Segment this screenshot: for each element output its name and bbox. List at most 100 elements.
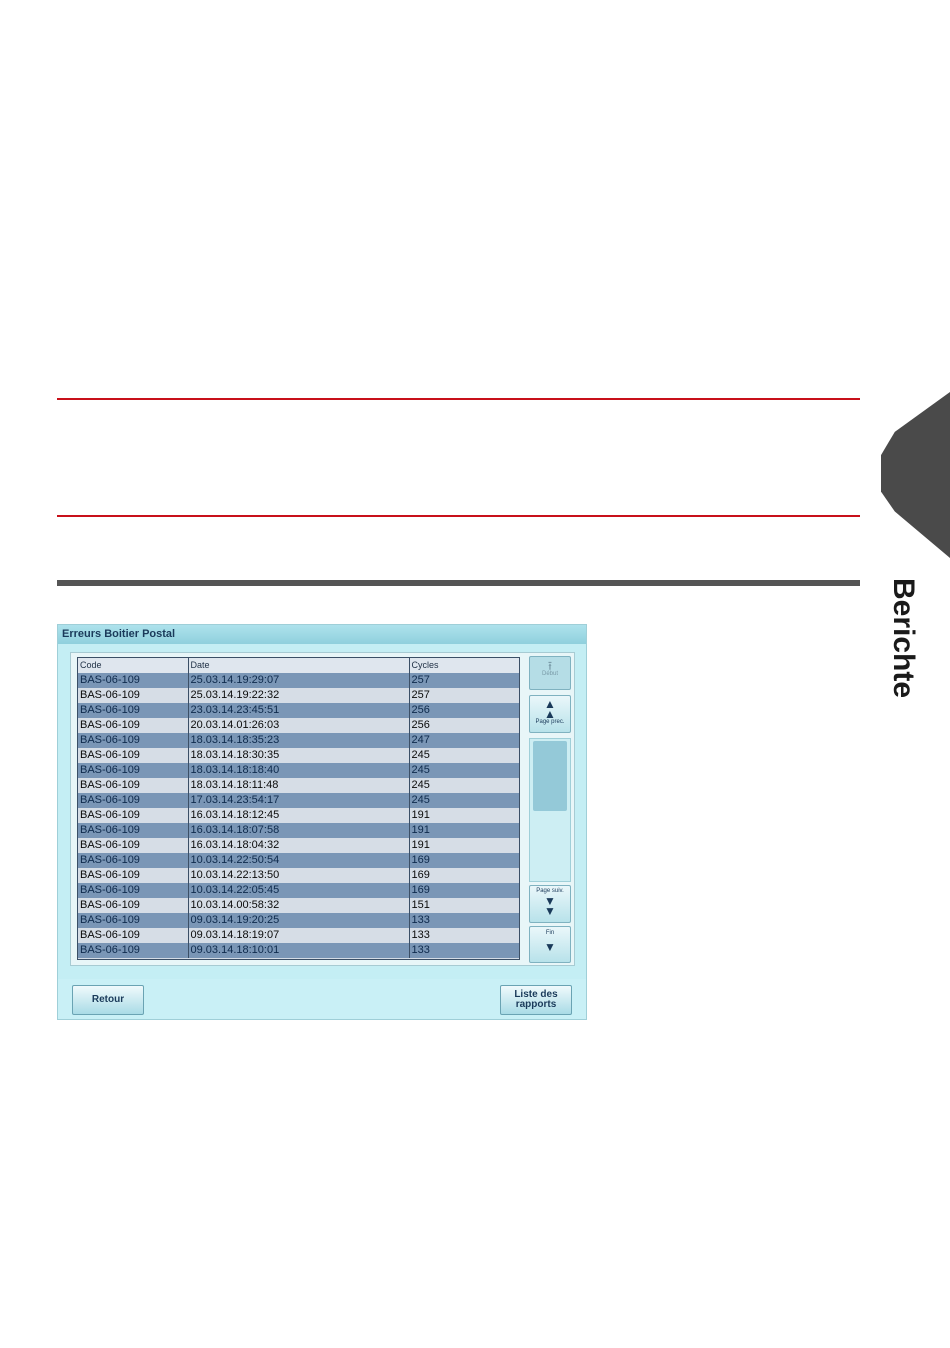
double-down-arrow-icon: ▼▼	[544, 894, 556, 918]
cell-cycles: 133	[409, 913, 519, 928]
cell-date: 18.03.14.18:11:48	[188, 778, 410, 793]
top-red-rule	[57, 398, 860, 400]
cell-cycles: 169	[409, 868, 519, 883]
cell-cycles: 191	[409, 823, 519, 838]
cell-code: BAS-06-109	[78, 793, 189, 808]
cell-code: BAS-06-109	[78, 943, 189, 958]
double-up-arrow-icon: ▲▲	[544, 697, 556, 721]
cell-date: 16.03.14.18:12:45	[188, 808, 410, 823]
screen-title: Erreurs Boitier Postal	[58, 625, 586, 644]
scroll-next-label: Page suiv.	[536, 888, 564, 894]
cell-date: 09.03.14.18:19:07	[188, 928, 410, 943]
table-header-row: Code Date Cycles	[78, 658, 519, 673]
cell-date: 10.03.14.22:50:54	[188, 853, 410, 868]
cell-cycles: 257	[409, 688, 519, 703]
cell-date: 09.03.14.18:10:01	[188, 943, 410, 958]
cell-cycles: 151	[409, 898, 519, 913]
cell-date: 10.03.14.00:58:32	[188, 898, 410, 913]
column-header-cycles: Cycles	[409, 658, 519, 673]
report-list-label-line2: rapports	[515, 999, 557, 1010]
cell-cycles: 169	[409, 883, 519, 898]
scroll-last-button[interactable]: Fin ▼	[529, 926, 571, 963]
cell-cycles: 133	[409, 943, 519, 958]
cell-cycles: 256	[409, 718, 519, 733]
cell-code: BAS-06-109	[78, 688, 189, 703]
scroll-controls: ⭱ Début ▲▲ Page prec. Page suiv. ▼▼ Fin …	[529, 656, 571, 963]
cell-date: 16.03.14.18:04:32	[188, 838, 410, 853]
chapter-tab	[881, 392, 950, 558]
scroll-first-label: Début	[541, 671, 558, 677]
report-list-label-line1: Liste des	[514, 989, 558, 1000]
scroll-last-label: Fin	[545, 930, 555, 936]
cell-date: 09.03.14.19:20:25	[188, 913, 410, 928]
cell-date: 18.03.14.18:18:40	[188, 763, 410, 778]
cell-date: 10.03.14.22:05:45	[188, 883, 410, 898]
section-divider	[57, 580, 860, 586]
column-header-date: Date	[188, 658, 410, 673]
cell-date: 16.03.14.18:07:58	[188, 823, 410, 838]
cell-cycles: 245	[409, 748, 519, 763]
cell-cycles: 245	[409, 778, 519, 793]
back-button[interactable]: Retour	[72, 985, 144, 1015]
scroll-next-page-button[interactable]: Page suiv. ▼▼	[529, 885, 571, 923]
scroll-first-button[interactable]: ⭱ Début	[529, 656, 571, 690]
scroll-prev-label: Page prec.	[535, 719, 565, 725]
cell-cycles: 191	[409, 808, 519, 823]
cell-code: BAS-06-109	[78, 838, 189, 853]
cell-date: 25.03.14.19:29:07	[188, 673, 410, 688]
cell-date: 20.03.14.01:26:03	[188, 718, 410, 733]
cell-date: 23.03.14.23:45:51	[188, 703, 410, 718]
cell-cycles: 256	[409, 703, 519, 718]
cell-cycles: 245	[409, 763, 519, 778]
cell-date: 18.03.14.18:35:23	[188, 733, 410, 748]
cell-code: BAS-06-109	[78, 883, 189, 898]
chapter-tab-label: Berichte	[887, 578, 920, 699]
cell-code: BAS-06-109	[78, 913, 189, 928]
scroll-track[interactable]	[529, 738, 571, 882]
scroll-thumb[interactable]	[533, 741, 567, 811]
scroll-prev-page-button[interactable]: ▲▲ Page prec.	[529, 695, 571, 733]
cell-code: BAS-06-109	[78, 763, 189, 778]
cell-code: BAS-06-109	[78, 898, 189, 913]
cell-cycles: 245	[409, 793, 519, 808]
cell-code: BAS-06-109	[78, 703, 189, 718]
cell-code: BAS-06-109	[78, 733, 189, 748]
bottom-red-rule	[57, 515, 860, 517]
cell-code: BAS-06-109	[78, 868, 189, 883]
scroll-bottom-icon: ▼	[544, 940, 556, 954]
back-button-label: Retour	[91, 994, 125, 1005]
cell-date: 10.03.14.22:13:50	[188, 868, 410, 883]
cell-code: BAS-06-109	[78, 748, 189, 763]
cell-code: BAS-06-109	[78, 823, 189, 838]
cell-code: BAS-06-109	[78, 808, 189, 823]
bottom-bar: Retour Liste des rapports	[58, 979, 586, 1019]
cell-code: BAS-06-109	[78, 778, 189, 793]
cell-cycles: 169	[409, 853, 519, 868]
report-list-button[interactable]: Liste des rapports	[500, 985, 572, 1015]
cell-code: BAS-06-109	[78, 928, 189, 943]
cell-code: BAS-06-109	[78, 718, 189, 733]
scroll-top-icon: ⭱	[547, 659, 553, 673]
cell-cycles: 257	[409, 673, 519, 688]
cell-cycles: 247	[409, 733, 519, 748]
